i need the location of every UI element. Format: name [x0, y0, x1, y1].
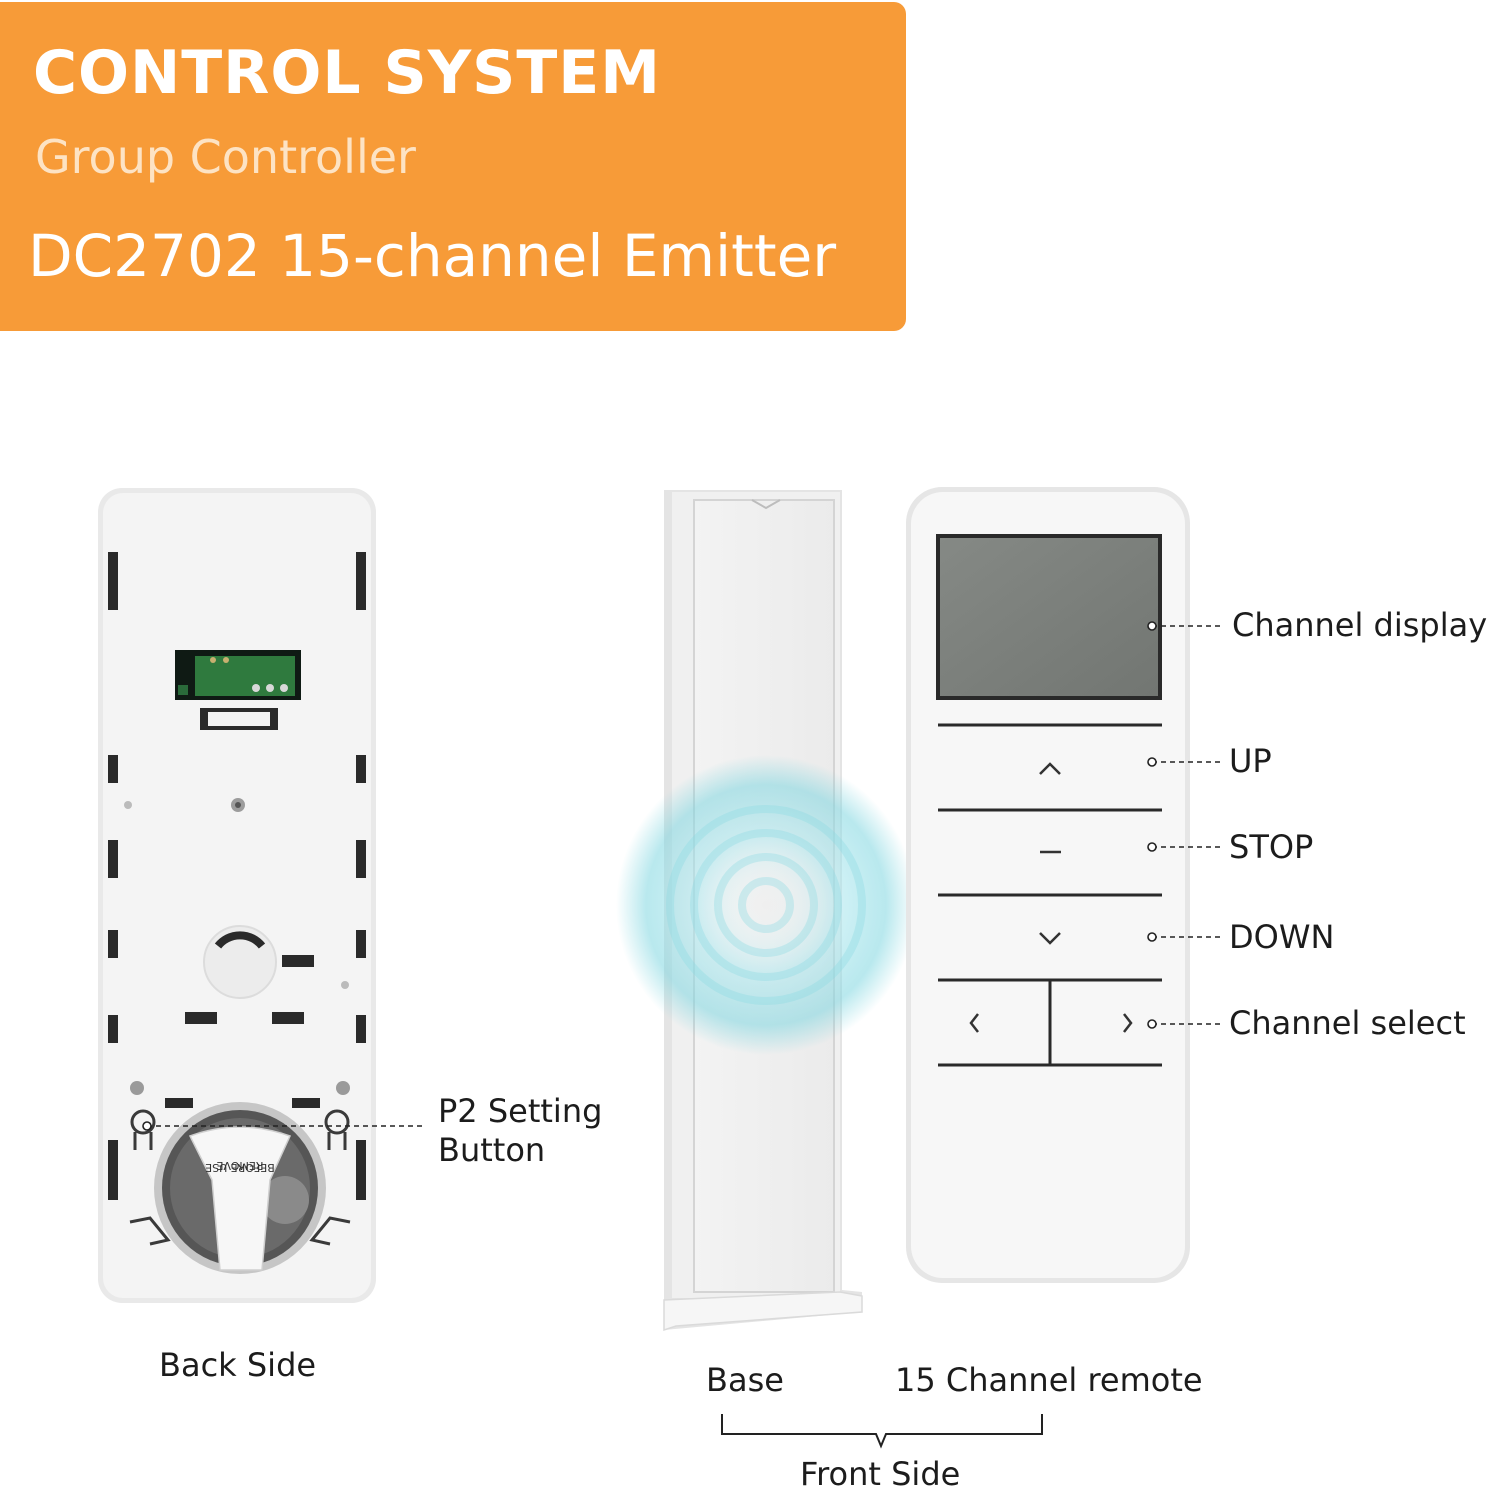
- circuit-board: [175, 650, 301, 700]
- up-label: UP: [1229, 742, 1272, 780]
- chevron-left-icon: [969, 1013, 979, 1033]
- mounting-slots: [108, 552, 366, 1200]
- front-side-bracket: [721, 1414, 1043, 1449]
- pull-tab-text-2: BEFORE USE: [205, 1161, 275, 1174]
- stop-label: STOP: [1229, 828, 1314, 866]
- up-button[interactable]: [940, 728, 1160, 808]
- page-title: CONTROL SYSTEM: [33, 38, 662, 108]
- chevron-down-icon: [1039, 932, 1061, 945]
- channel-display-label: Channel display: [1232, 606, 1488, 644]
- p2-setting-label-line1: P2 Setting: [438, 1092, 603, 1130]
- battery-pull-tab: REMOVE BEFORE USE: [188, 1126, 292, 1271]
- base-caption: Base: [706, 1361, 784, 1399]
- pull-tab-text-1: REMOVE: [216, 1159, 263, 1172]
- signal-waves-icon: [616, 755, 916, 1055]
- p2-callout-leader: [142, 1121, 425, 1131]
- previous-channel-button[interactable]: [940, 983, 1048, 1063]
- callout-leaders: [1147, 621, 1222, 1029]
- down-label: DOWN: [1229, 918, 1335, 956]
- down-button[interactable]: [940, 898, 1160, 978]
- front-side-caption: Front Side: [800, 1455, 961, 1493]
- back-side-caption: Back Side: [159, 1346, 317, 1384]
- next-channel-button[interactable]: [1052, 983, 1160, 1063]
- p2-setting-label-line2: Button: [438, 1131, 546, 1169]
- page-subtitle: Group Controller: [35, 130, 416, 184]
- channel-select-label: Channel select: [1229, 1004, 1466, 1042]
- header-banner: [0, 2, 906, 331]
- remote-control: [906, 487, 1190, 1283]
- back-side-device: REMOVE BEFORE USE: [98, 488, 376, 1303]
- chevron-right-icon: [1123, 1013, 1133, 1033]
- channel-display: [940, 538, 1158, 696]
- stop-button[interactable]: [940, 813, 1160, 893]
- chevron-up-icon: [1039, 762, 1061, 775]
- model-name: DC2702 15-channel Emitter: [28, 222, 837, 290]
- remote-caption: 15 Channel remote: [895, 1361, 1203, 1399]
